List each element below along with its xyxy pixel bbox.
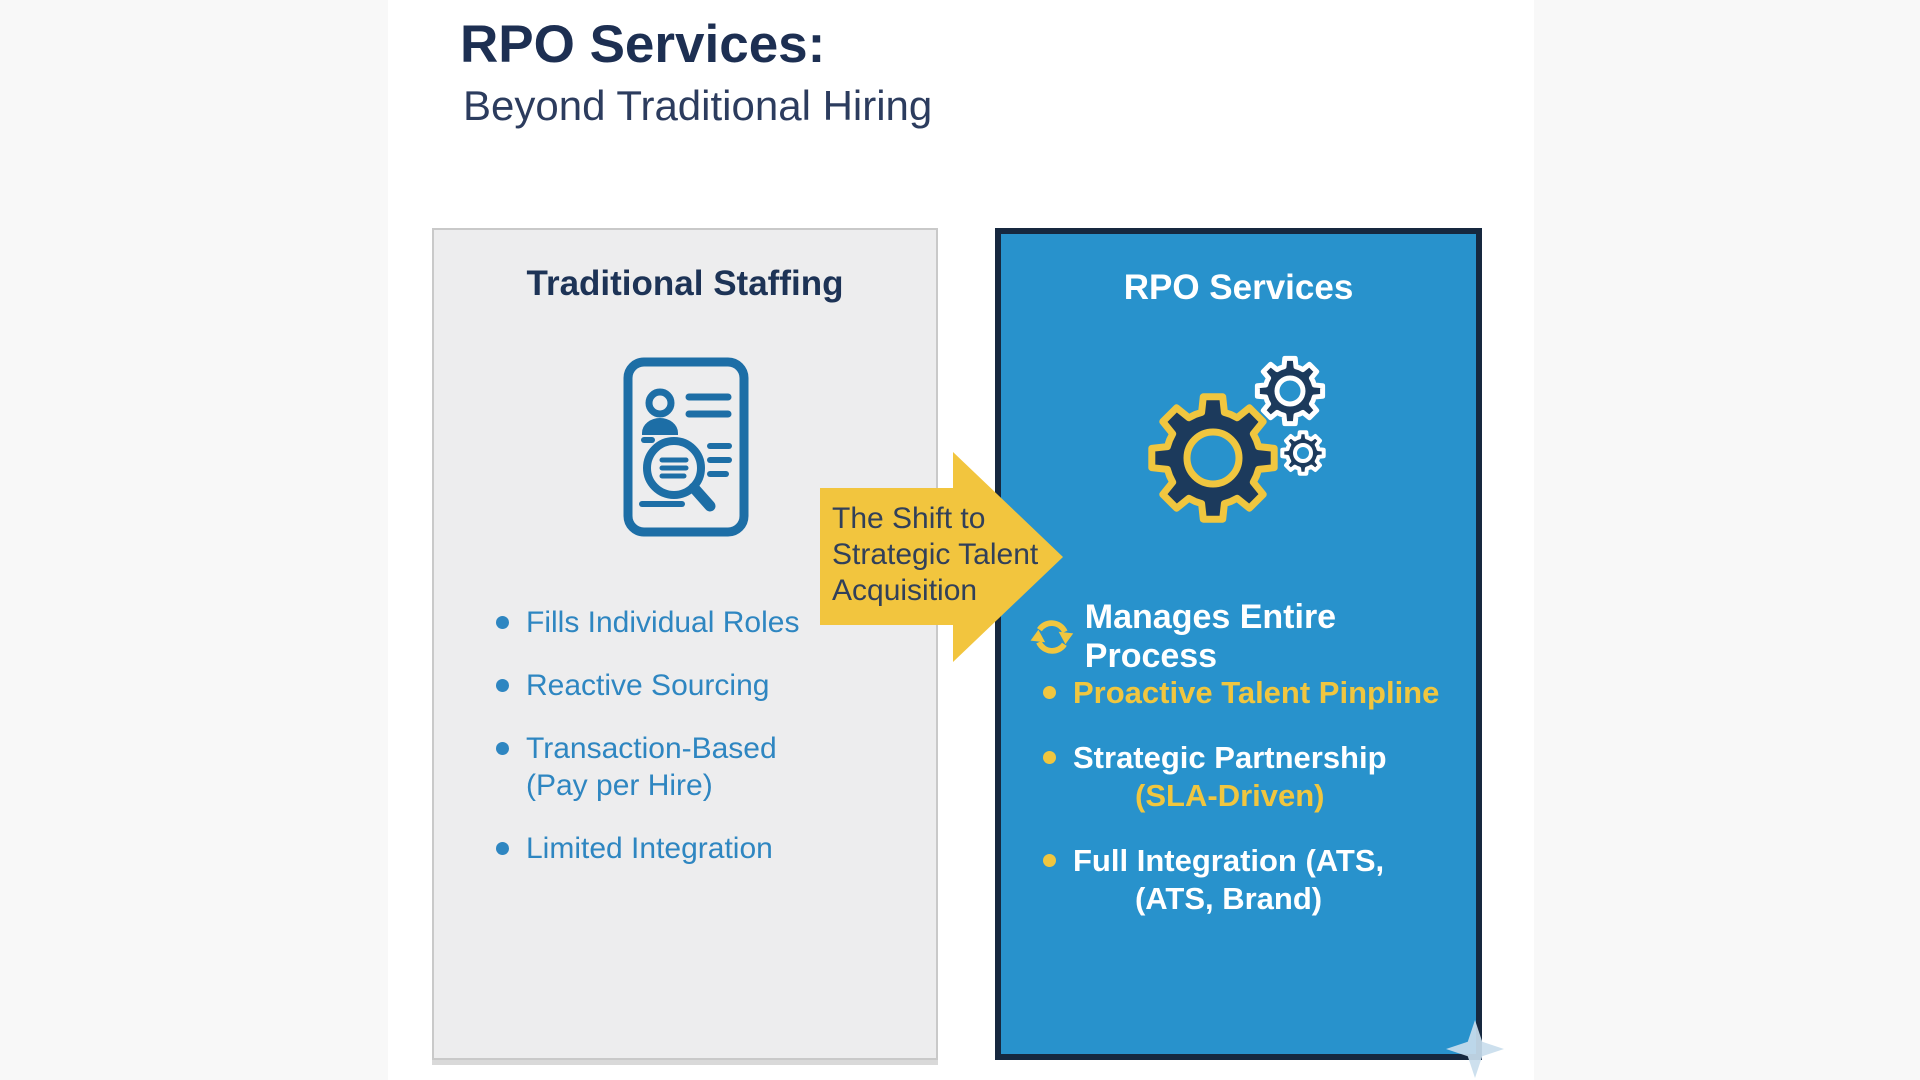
list-item: Strategic Partnership (SLA-Driven) <box>1043 739 1439 815</box>
bullet-dot-icon <box>496 842 509 855</box>
page-subtitle: Beyond Traditional Hiring <box>463 82 933 129</box>
bullet-text: Strategic Partnership (SLA-Driven) <box>1073 740 1387 813</box>
arrow-caption: The Shift to Strategic Talent Acquisitio… <box>832 502 1039 607</box>
page-title: RPO Services: <box>460 15 826 74</box>
arrow-shape-icon <box>820 452 1063 662</box>
list-item: Fills Individual Roles <box>496 604 799 641</box>
shift-arrow: The Shift to Strategic Talent Acquisitio… <box>820 452 1066 664</box>
traditional-bullet-list: Fills Individual Roles Reactive Sourcing… <box>496 604 799 867</box>
rpo-services-heading: RPO Services <box>1123 268 1354 307</box>
traditional-staffing-heading: Traditional Staffing <box>526 264 844 303</box>
sparkle-icon <box>1446 1020 1504 1078</box>
list-item: Reactive Sourcing <box>496 667 799 704</box>
bullet-text: Transaction-Based (Pay per Hire) <box>526 732 777 802</box>
bullet-dot-icon <box>496 616 509 629</box>
bullet-dot-icon <box>1043 686 1056 699</box>
traditional-staffing-panel: Traditional Staffing <box>432 228 938 1060</box>
bullet-dot-icon <box>496 679 509 692</box>
list-item: Transaction-Based (Pay per Hire) <box>496 730 799 804</box>
list-item: Proactive Talent Pinpline <box>1043 674 1439 712</box>
process-feature: Manages Entire Process <box>1029 598 1476 676</box>
rpo-bullet-list: Proactive Talent Pinpline Strategic Part… <box>1043 674 1439 918</box>
rpo-services-panel: RPO Services Manages Entire Process <box>995 228 1482 1060</box>
bullet-text: Fills Individual Roles <box>526 606 800 639</box>
bullet-text: Proactive Talent Pinpline <box>1073 675 1440 710</box>
bullet-text: Full Integration (ATS, (ATS, Brand) <box>1073 843 1385 916</box>
bullet-dot-icon <box>1043 854 1056 867</box>
list-item: Full Integration (ATS, (ATS, Brand) <box>1043 842 1439 918</box>
list-item: Limited Integration <box>496 830 799 867</box>
bullet-dot-icon <box>1043 751 1056 764</box>
process-label: Manages Entire Process <box>1084 598 1337 675</box>
bullet-text: Reactive Sourcing <box>526 669 770 702</box>
bullet-dot-icon <box>496 742 509 755</box>
resume-magnifier-icon <box>623 357 749 537</box>
gears-icon <box>1148 355 1326 523</box>
sync-arrows-icon <box>1030 620 1074 654</box>
bullet-text: Limited Integration <box>526 832 773 865</box>
